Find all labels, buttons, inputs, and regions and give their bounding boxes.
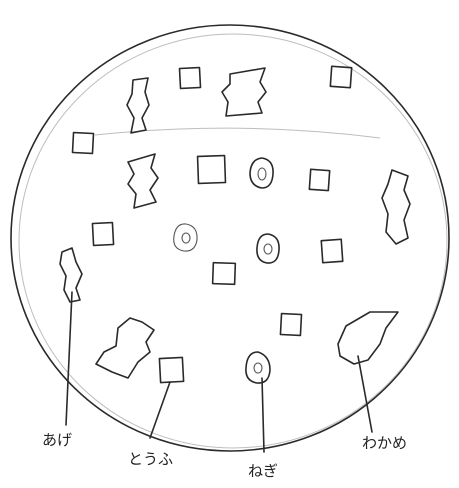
tofu-cube [72, 132, 93, 153]
wakame-piece [338, 312, 398, 364]
negi-ring [174, 224, 197, 251]
wakame-piece [222, 68, 266, 116]
label-age: あげ [42, 431, 72, 449]
negi-ring [246, 352, 270, 383]
tofu-cube [92, 222, 113, 245]
tofu-cube [321, 239, 342, 262]
wakame-piece [128, 154, 158, 208]
tofu-cube [309, 169, 329, 190]
wakame-piece [382, 170, 410, 244]
tofu-group [72, 66, 351, 382]
wakame-piece [96, 318, 154, 378]
tofu-cube [213, 263, 236, 285]
tofu-cube [330, 66, 351, 87]
negi-ring [257, 234, 279, 263]
wakame-piece [60, 248, 82, 302]
tofu-cube [179, 67, 200, 88]
tofu-cube [280, 313, 301, 335]
tofu-cube [159, 357, 183, 382]
label-negi: ねぎ [248, 462, 278, 480]
tofu-cube [198, 156, 226, 184]
label-wakame: わかめ [362, 434, 407, 452]
wakame-piece [127, 78, 149, 133]
bowl-outline [11, 25, 449, 451]
label-tofu: とうふ [128, 450, 173, 468]
negi-group [174, 158, 279, 383]
negi-ring [250, 158, 273, 188]
